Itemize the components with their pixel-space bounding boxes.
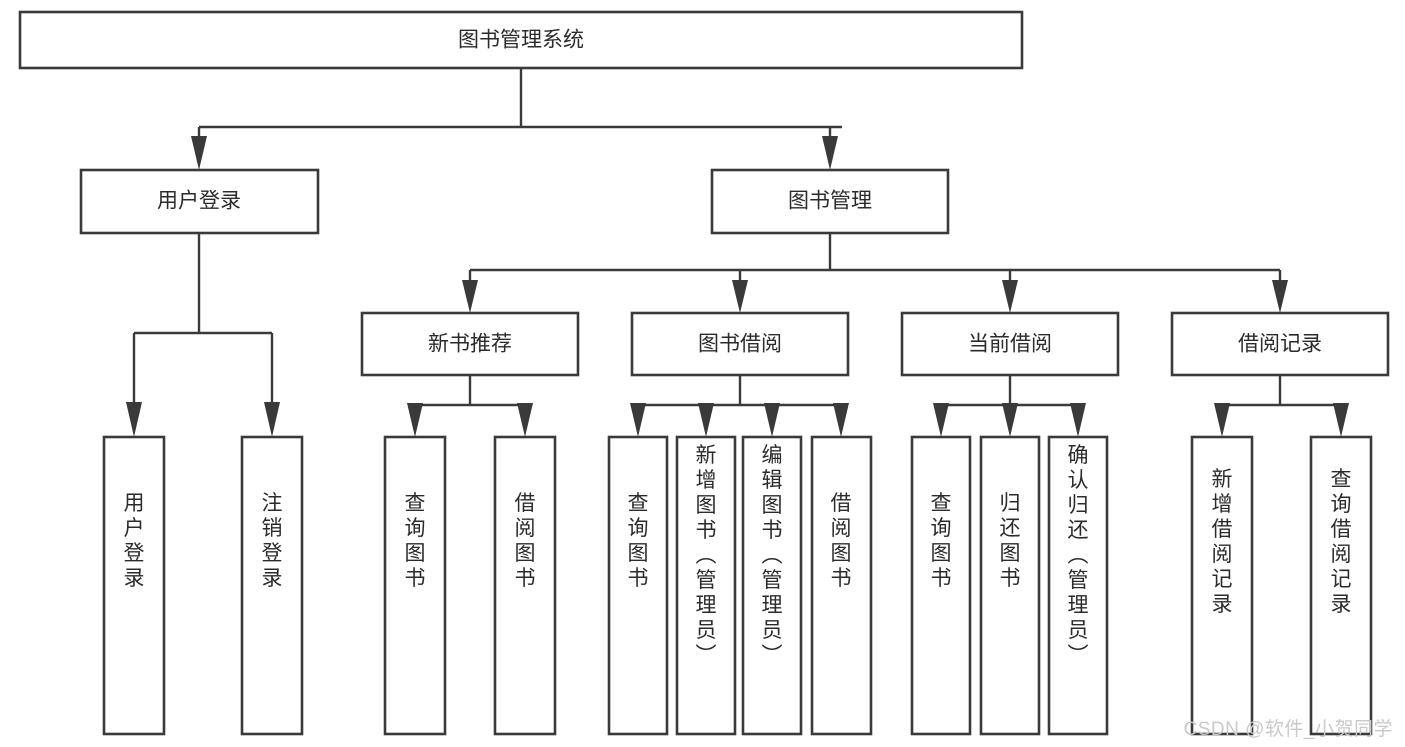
arrow-to-book-borrow (732, 280, 748, 313)
node-book-management-box[interactable] (710, 168, 950, 235)
node-leaf-add-book-box[interactable] (675, 435, 737, 736)
arrow-to-leaf-query-book-1 (407, 403, 423, 437)
node-leaf-logout[interactable]: 注销登录 (240, 435, 304, 736)
node-leaf-query-book-1-box[interactable] (383, 435, 447, 736)
node-leaf-add-record[interactable]: 新增借阅记录 (1190, 435, 1254, 736)
node-leaf-edit-book-label: 编辑图书︵管理员︶ (762, 444, 783, 667)
arrow-to-leaf-add-book (698, 403, 714, 437)
arrow-to-leaf-edit-book (764, 403, 780, 437)
node-leaf-query-record[interactable]: 查询借阅记录 (1309, 435, 1373, 736)
node-user-login[interactable]: 用户登录 (79, 168, 320, 235)
arrow-to-borrow-record (1272, 280, 1288, 313)
node-leaf-query-book-2[interactable]: 查询图书 (607, 435, 669, 736)
node-leaf-edit-book-box[interactable] (741, 435, 803, 736)
node-leaf-add-record-box[interactable] (1190, 435, 1254, 736)
node-current-borrow[interactable]: 当前借阅 (900, 311, 1120, 377)
arrow-to-new-book-recommend (462, 280, 478, 313)
csdn-watermark: CSDN @软件_小贺同学 (1183, 719, 1393, 740)
node-new-book-recommend-label: 新书推荐 (428, 333, 512, 356)
node-leaf-edit-book[interactable]: 编辑图书︵管理员︶ (741, 435, 803, 736)
node-leaf-query-record-box[interactable] (1309, 435, 1373, 736)
arrow-to-leaf-add-record (1214, 403, 1230, 437)
node-leaf-query-book-2-label: 查询图书 (628, 492, 649, 590)
node-leaf-borrow-book-2-label: 借阅图书 (831, 492, 852, 590)
node-new-book-recommend[interactable]: 新书推荐 (360, 311, 580, 377)
node-leaf-query-book-3-box[interactable] (910, 435, 972, 736)
arrow-to-current-borrow (1002, 280, 1018, 313)
node-leaf-confirm-return-box[interactable] (1047, 435, 1109, 736)
node-leaf-user-login-box[interactable] (102, 435, 166, 736)
node-leaf-user-login-label: 用户登录 (124, 492, 145, 590)
node-user-login-box[interactable] (79, 168, 320, 235)
arrow-to-leaf-query-book-3 (933, 403, 949, 437)
arrow-to-leaf-logout (264, 402, 280, 437)
arrow-to-leaf-return-book (1002, 403, 1018, 437)
node-leaf-query-book-1[interactable]: 查询图书 (383, 435, 447, 736)
node-leaf-add-book-label: 新增图书︵管理员︶ (696, 444, 717, 667)
node-leaf-borrow-book-1-box[interactable] (493, 435, 557, 736)
node-leaf-borrow-book-2[interactable]: 借阅图书 (810, 435, 873, 736)
node-root-label: 图书管理系统 (458, 29, 584, 52)
node-leaf-confirm-return-label: 确认归还︵管理员︶ (1068, 444, 1089, 667)
arrow-to-leaf-borrow-book-1 (517, 403, 533, 437)
node-book-borrow-label: 图书借阅 (698, 333, 782, 356)
arrow-to-leaf-query-book-2 (630, 403, 646, 437)
node-current-borrow-label: 当前借阅 (968, 333, 1052, 356)
node-book-borrow-box[interactable] (630, 311, 850, 377)
arrow-to-book-management (822, 136, 838, 170)
node-borrow-record-label: 借阅记录 (1238, 333, 1322, 356)
node-root-box[interactable] (18, 10, 1024, 70)
node-book-management-label: 图书管理 (788, 190, 872, 213)
node-leaf-borrow-book-1[interactable]: 借阅图书 (493, 435, 557, 736)
node-leaf-query-book-2-box[interactable] (607, 435, 669, 736)
arrow-to-leaf-confirm-return (1070, 403, 1086, 437)
node-leaf-query-book-3[interactable]: 查询图书 (910, 435, 972, 736)
node-book-management[interactable]: 图书管理 (710, 168, 950, 235)
arrow-to-leaf-borrow-book-2 (833, 403, 849, 437)
node-borrow-record-box[interactable] (1170, 311, 1390, 377)
node-leaf-confirm-return[interactable]: 确认归还︵管理员︶ (1047, 435, 1109, 736)
node-leaf-query-book-3-label: 查询图书 (931, 492, 952, 590)
arrow-to-leaf-user-login (126, 402, 142, 437)
node-current-borrow-box[interactable] (900, 311, 1120, 377)
node-book-borrow[interactable]: 图书借阅 (630, 311, 850, 377)
node-leaf-user-login[interactable]: 用户登录 (102, 435, 166, 736)
node-leaf-return-book-box[interactable] (979, 435, 1041, 736)
node-leaf-return-book-label: 归还图书 (1000, 492, 1021, 590)
node-new-book-recommend-box[interactable] (360, 311, 580, 377)
node-leaf-query-record-label: 查询借阅记录 (1331, 468, 1352, 616)
node-root[interactable]: 图书管理系统 (18, 10, 1024, 70)
node-leaf-borrow-book-2-box[interactable] (810, 435, 873, 736)
arrow-to-leaf-query-record (1333, 403, 1349, 437)
node-leaf-return-book[interactable]: 归还图书 (979, 435, 1041, 736)
arrow-to-user-login (191, 136, 207, 170)
node-leaf-add-book[interactable]: 新增图书︵管理员︶ (675, 435, 737, 736)
connectors-group (126, 68, 1349, 437)
node-user-login-label: 用户登录 (157, 190, 241, 213)
node-leaf-logout-label: 注销登录 (262, 492, 283, 590)
node-leaf-query-book-1-label: 查询图书 (405, 492, 426, 590)
node-leaf-logout-box[interactable] (240, 435, 304, 736)
node-borrow-record[interactable]: 借阅记录 (1170, 311, 1390, 377)
node-leaf-add-record-label: 新增借阅记录 (1212, 468, 1233, 616)
node-leaf-borrow-book-1-label: 借阅图书 (515, 492, 536, 590)
